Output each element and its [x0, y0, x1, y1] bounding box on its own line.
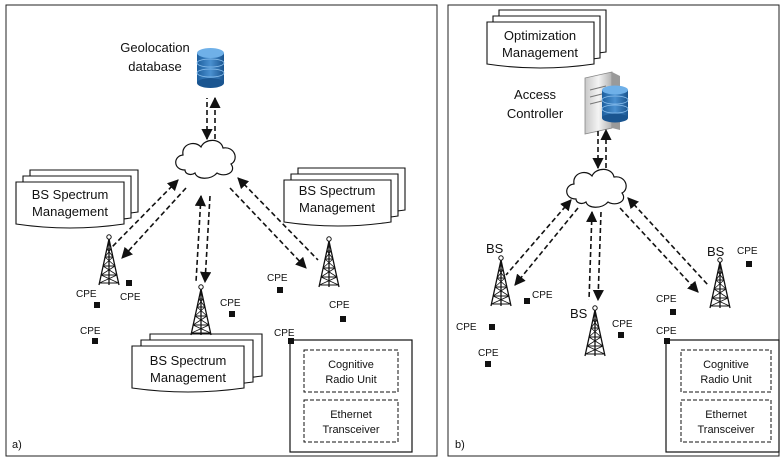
cpe-label-b3: CPE: [456, 322, 477, 333]
cpe-label-a1: CPE: [76, 289, 97, 300]
cognitive-radio-unit-b: [680, 349, 772, 393]
cpe-a5: [277, 287, 283, 293]
bs-spectrum-management-right: [283, 167, 406, 227]
ethernet-a-line1: Ethernet: [330, 409, 372, 421]
bs-mgmt-right-line2: Management: [299, 200, 375, 215]
geolocation-database-icon: [196, 48, 225, 88]
bs-mgmt-left-line1: BS Spectrum: [32, 187, 109, 202]
cloud-b-to-tower-left-arrow: [514, 207, 579, 286]
cpe-device-dot-a: [288, 338, 294, 344]
cpe-b6: [670, 309, 676, 315]
cloud-to-tower-right-arrow: [237, 177, 319, 261]
cpe-device-label-b: CPE: [656, 326, 677, 337]
access-controller-line2: Controller: [507, 106, 564, 121]
cpe-label-a5: CPE: [267, 273, 288, 284]
cpe-label-b5: CPE: [612, 319, 633, 330]
tower-mid-b-to-cloud-arrow: [586, 210, 598, 301]
optimization-line2: Management: [502, 45, 578, 60]
cpe-b2: [524, 298, 530, 304]
radio-unit-b-line2: Radio Unit: [700, 374, 751, 386]
optimization-management: [486, 9, 607, 69]
cpe-b3: [489, 324, 495, 330]
bs-mgmt-bottom-line2: Management: [150, 370, 226, 385]
cpe-label-b6: CPE: [656, 294, 677, 305]
access-controller-line1: Access: [514, 87, 556, 102]
ethernet-transceiver-b: [680, 399, 772, 443]
access-controller-server-icon: [584, 71, 629, 135]
cpe-device-dot-b: [664, 338, 670, 344]
cloud-to-tower-mid-arrow: [199, 195, 212, 284]
cpe-b5: [618, 332, 624, 338]
cognitive-radio-unit-a: [303, 349, 399, 393]
radio-unit-a-line1: Cognitive: [328, 359, 374, 371]
ethernet-b-line1: Ethernet: [705, 409, 747, 421]
cpe-b4: [485, 361, 491, 367]
geolocation-label-line1: Geolocation: [120, 40, 189, 55]
cpe-device-label-a: CPE: [274, 328, 295, 339]
tower-right-to-cloud-arrow: [229, 187, 307, 269]
cpe-label-a3: CPE: [80, 326, 101, 337]
ethernet-b-line2: Transceiver: [697, 424, 754, 436]
geolocation-label-line2: database: [128, 59, 182, 74]
cpe-label-a2: CPE: [120, 292, 141, 303]
bs-spectrum-management-left: [15, 169, 139, 229]
bs-label-b2: BS: [570, 306, 588, 321]
tower-left-b-to-cloud-arrow: [505, 199, 572, 276]
bs-label-b1: BS: [486, 241, 504, 256]
cpe-b1: [746, 261, 752, 267]
bs-mgmt-right-line1: BS Spectrum: [299, 183, 376, 198]
bs-label-b3: BS: [707, 244, 725, 259]
radio-unit-b-line1: Cognitive: [703, 359, 749, 371]
radio-unit-a-line2: Radio Unit: [325, 374, 376, 386]
cpe-label-a6: CPE: [329, 300, 350, 311]
cpe-a1: [94, 302, 100, 308]
cpe-label-b4: CPE: [478, 348, 499, 359]
cpe-label-b2: CPE: [532, 290, 553, 301]
bs-mgmt-bottom-line1: BS Spectrum: [150, 353, 227, 368]
cpe-a4: [229, 311, 235, 317]
cpe-a6: [340, 316, 346, 322]
bs-mgmt-left-line2: Management: [32, 204, 108, 219]
cpe-a2: [126, 280, 132, 286]
cloud-b-to-tower-right-arrow: [627, 197, 709, 286]
panel-a-label: a): [12, 439, 22, 451]
panel-b-label: b): [455, 439, 465, 451]
cloud-b-to-tower-mid-arrow: [592, 211, 604, 302]
cpe-a3: [92, 338, 98, 344]
bs-spectrum-management-bottom: [131, 333, 263, 393]
cpe-label-b1: CPE: [737, 246, 758, 257]
optimization-line1: Optimization: [504, 28, 576, 43]
tower-mid-to-cloud-arrow: [194, 194, 207, 283]
tower-right-b-to-cloud-arrow: [619, 207, 699, 293]
cpe-label-a4: CPE: [220, 298, 241, 309]
ethernet-transceiver-a: [303, 399, 399, 443]
ethernet-a-line2: Transceiver: [322, 424, 379, 436]
